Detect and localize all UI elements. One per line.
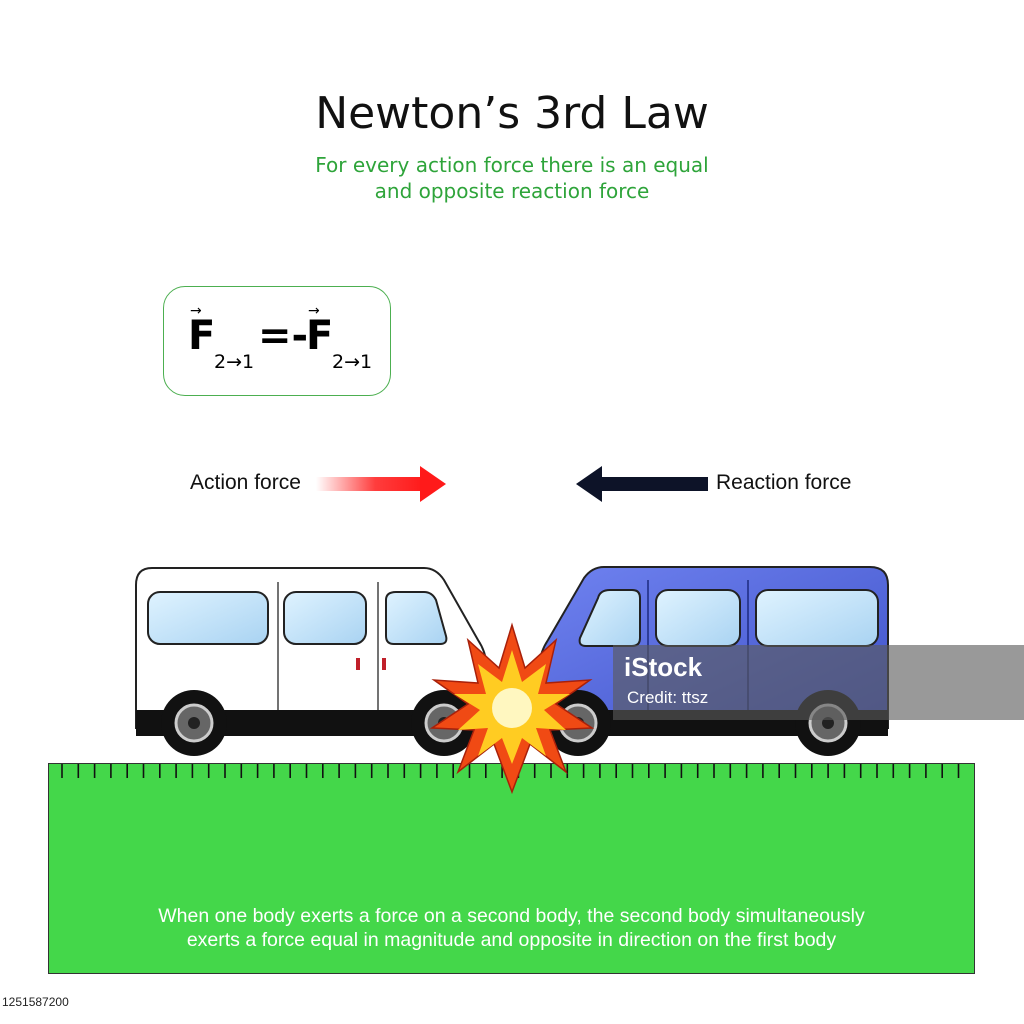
reaction-force-label: Reaction force <box>716 471 852 494</box>
formula-equals: =- <box>258 313 309 359</box>
vector-arrow-icon: → <box>190 303 202 319</box>
watermark-bar <box>613 645 1024 720</box>
ground-description: When one body exerts a force on a second… <box>48 904 975 952</box>
page-title: Newton’s 3rd Law <box>315 88 709 139</box>
subtitle-line-2: and opposite reaction force <box>374 179 650 203</box>
ground <box>48 763 975 974</box>
formula-right-subscript: 2→1 <box>332 351 373 373</box>
motion-lines <box>50 584 136 706</box>
formula-left-symbol: F <box>188 313 216 359</box>
formula-left-subscript: 2→1 <box>214 351 255 373</box>
subtitle: For every action force there is an equal… <box>0 152 1024 204</box>
subtitle-line-1: For every action force there is an equal <box>315 153 709 177</box>
ground-text-line-1: When one body exerts a force on a second… <box>158 905 865 927</box>
explosion-icon <box>429 622 595 795</box>
formula-box: → F 2→1 =- → F 2→1 <box>163 286 391 396</box>
action-force-arrow <box>316 466 446 502</box>
white-van-icon <box>135 567 487 756</box>
ground-tick-marks <box>61 764 960 778</box>
image-id-label: 1251587200 <box>0 993 92 1011</box>
formula-right-vector: → F <box>306 303 334 359</box>
watermark-credit: Credit: ttsz <box>627 688 709 707</box>
reaction-force-arrow <box>576 466 708 502</box>
formula-left-vector: → F <box>188 303 216 359</box>
action-force-label: Action force <box>190 471 301 494</box>
vector-arrow-icon: → <box>308 303 320 319</box>
formula-right-symbol: F <box>306 313 334 359</box>
watermark-logo: iStock <box>624 652 703 682</box>
formula: → F 2→1 =- → F 2→1 <box>174 299 384 379</box>
ground-text-line-2: exerts a force equal in magnitude and op… <box>186 929 837 951</box>
